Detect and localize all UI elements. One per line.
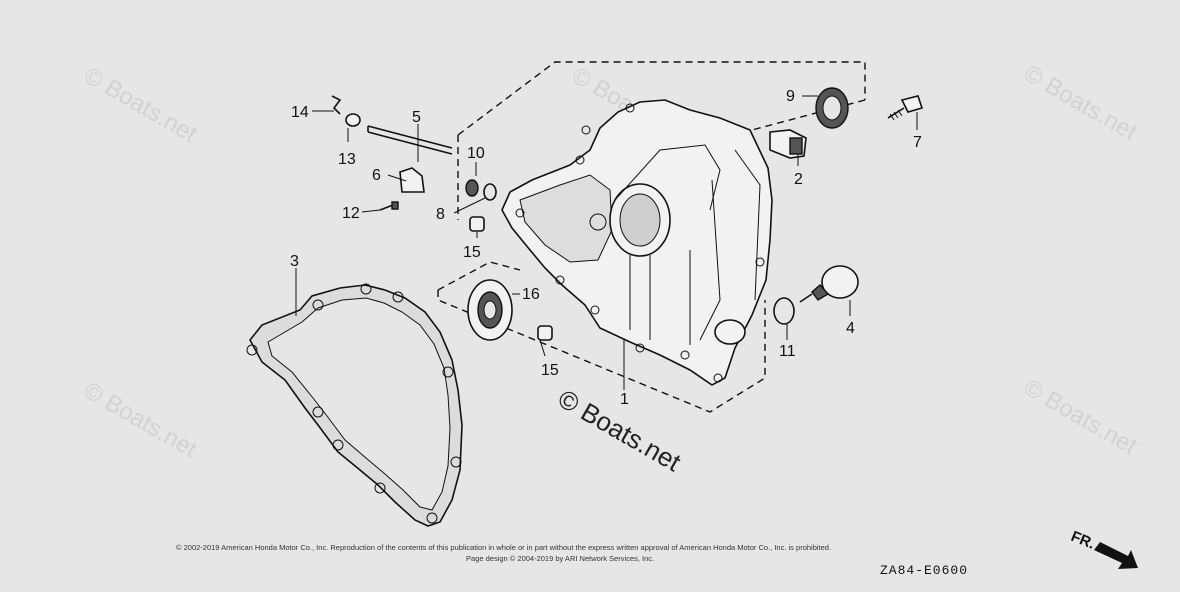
callout-7: 7 (913, 134, 922, 151)
callout-5: 5 (412, 109, 421, 126)
screw-part (379, 201, 399, 211)
callout-4: 4 (846, 320, 855, 337)
clip-part (331, 95, 342, 115)
flange-bolt-part (887, 95, 924, 121)
callout-13: 13 (338, 151, 356, 168)
shaft-washer-part (483, 183, 497, 201)
gasket-part (246, 283, 463, 527)
shaft-seal-part (465, 179, 479, 197)
shaft-part (367, 125, 453, 155)
watermark-bottom-left: © Boats.net (79, 377, 202, 463)
callout-9: 9 (786, 88, 795, 105)
copyright-line-1: © 2002-2019 American Honda Motor Co., In… (176, 543, 831, 552)
callout-16: 16 (522, 286, 540, 303)
watermark-top-left: © Boats.net (79, 62, 202, 148)
copyright-line-2: Page design © 2004-2019 by ARI Network S… (466, 554, 654, 563)
oil-seal-part (815, 87, 849, 129)
callout-6: 6 (372, 167, 381, 184)
diagram-code: ZA84-E0600 (880, 563, 968, 578)
callout-labels: 14 5 13 6 12 10 8 15 16 15 3 1 9 2 7 4 1… (290, 88, 922, 408)
callout-15-upper: 15 (463, 244, 481, 261)
leader-lines (295, 95, 918, 390)
plate-part (399, 167, 425, 193)
callout-8: 8 (436, 206, 445, 223)
callout-1: 1 (620, 391, 629, 408)
callout-15-lower: 15 (541, 362, 559, 379)
watermark-bottom-right: © Boats.net (1019, 374, 1142, 460)
callout-2: 2 (794, 171, 803, 188)
oil-filler-cap-part (799, 265, 859, 303)
callout-3: 3 (290, 253, 299, 270)
front-direction-indicator: FR. (1069, 528, 1138, 569)
footer: © 2002-2019 American Honda Motor Co., In… (176, 543, 968, 578)
dowel-pin-upper (469, 216, 485, 232)
assembly-brackets (437, 61, 866, 413)
direction-label: FR. (1069, 528, 1098, 553)
watermark-top-right: © Boats.net (1019, 60, 1142, 146)
callout-11: 11 (779, 343, 796, 360)
breather-part (769, 129, 807, 159)
callout-14: 14 (291, 104, 309, 121)
case-cover-part (501, 99, 773, 386)
o-ring-part (773, 297, 795, 325)
dowel-pin-lower (537, 325, 553, 341)
arrow-right-icon (1094, 542, 1138, 569)
washer-part (345, 113, 361, 127)
callout-10: 10 (467, 145, 485, 162)
bearing-part (467, 279, 513, 341)
callout-12: 12 (342, 205, 360, 222)
